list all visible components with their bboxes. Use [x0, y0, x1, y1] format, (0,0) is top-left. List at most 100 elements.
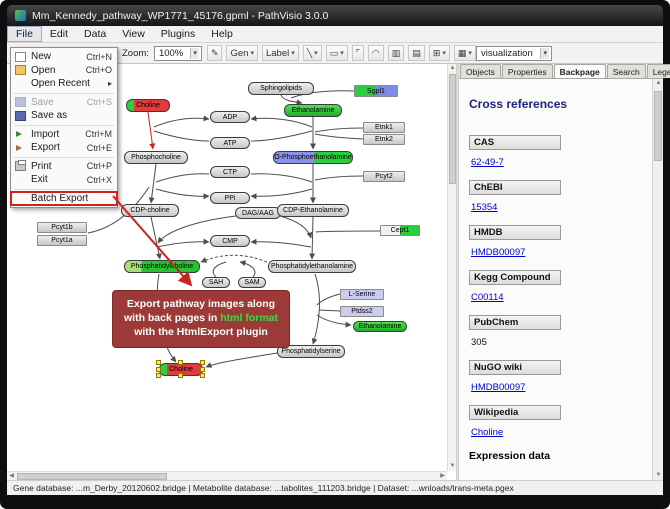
scroll-up-icon[interactable]: ▲ [449, 65, 456, 71]
menu-data[interactable]: Data [84, 28, 107, 40]
visualization-combobox[interactable]: visualization ▾ [476, 46, 552, 61]
pathway-node-l-serine[interactable]: L-Serine [340, 289, 384, 300]
xref-value-nugo-wiki[interactable]: HMDB00097 [471, 382, 526, 393]
toolbar-button-label: Label [265, 47, 290, 59]
pathway-node-sam[interactable]: SAM [238, 277, 266, 288]
menu-item-open-recent[interactable]: Open Recent▸ [11, 77, 117, 91]
menu-item-batch-export[interactable]: Batch Export [10, 190, 118, 206]
xref-value-chebi[interactable]: 15354 [471, 202, 498, 213]
gene-product-button[interactable]: Gen▾ [226, 45, 258, 61]
menu-item-save-as[interactable]: Save as [11, 109, 117, 123]
xref-value-hmdb[interactable]: HMDB00097 [471, 247, 526, 258]
pathway-node-dag-aag[interactable]: DAG/AAG [235, 207, 281, 219]
scrollbar-thumb[interactable] [654, 91, 662, 161]
tab-properties[interactable]: Properties [501, 64, 553, 78]
pathway-node-ethanolamine[interactable]: Ethanolamine [284, 104, 342, 117]
zoom-combobox[interactable]: 100% ▾ [153, 45, 202, 61]
selection-handle[interactable] [156, 366, 161, 372]
scroll-up-icon[interactable]: ▲ [655, 80, 662, 86]
align-vertical-button[interactable]: ▤ [408, 45, 425, 61]
pathway-node-choline[interactable]: Choline [126, 99, 170, 112]
pathway-node-sah[interactable]: SAH [202, 277, 230, 288]
line-tool-button[interactable]: ╲▾ [302, 45, 322, 61]
pathway-node-ethanolamine[interactable]: Ethanolamine [353, 321, 407, 332]
selection-handle[interactable] [156, 373, 161, 378]
pathway-node-ptdss2[interactable]: Ptdss2 [340, 306, 384, 317]
arc-tool-button[interactable]: ◠ [367, 45, 384, 61]
tab-search[interactable]: Search [606, 64, 646, 78]
pathway-node-pcyt1a[interactable]: Pcyt1a [37, 235, 87, 246]
tab-backpage[interactable]: Backpage [553, 64, 606, 78]
pathway-node-cmp[interactable]: CMP [210, 235, 250, 247]
tab-legend[interactable]: Legend [646, 64, 670, 78]
menu-edit[interactable]: Edit [49, 28, 69, 40]
visualization-label: visualization [481, 48, 533, 59]
pathway-node-atp[interactable]: ATP [210, 137, 250, 149]
pathway-edge [200, 254, 268, 263]
sidebar-scrollbar[interactable]: ▲ ▼ [652, 79, 663, 480]
selection-handle[interactable] [156, 360, 161, 365]
scroll-down-icon[interactable]: ▼ [449, 463, 456, 469]
align-horizontal-button[interactable]: ▥ [387, 45, 405, 61]
pathway-node-pcyt2[interactable]: Pcyt2 [363, 171, 405, 182]
canvas-vertical-scrollbar[interactable]: ▲ ▼ [447, 64, 456, 471]
align-button[interactable]: ⊞▾ [428, 45, 450, 61]
xref-value-cas[interactable]: 62-49-7 [471, 157, 504, 168]
label-tool-button[interactable]: Label▾ [261, 45, 299, 61]
pathway-node-sgpl1[interactable]: Sgpl1 [354, 85, 398, 97]
pathway-node-cept1[interactable]: Cept1 [380, 225, 420, 236]
selection-handle[interactable] [200, 373, 205, 378]
scroll-left-icon[interactable]: ◀ [9, 473, 14, 479]
pathway-node-phosphocholine[interactable]: Phosphocholine [124, 151, 188, 164]
pathway-node-ctp[interactable]: CTP [210, 166, 250, 178]
scroll-down-icon[interactable]: ▼ [655, 472, 662, 478]
edit-pencil-button[interactable]: ✎ [206, 45, 223, 61]
scroll-right-icon[interactable]: ▶ [440, 473, 445, 479]
canvas-sidebar-splitter[interactable] [456, 64, 459, 480]
xref-value-kegg-compound[interactable]: C00114 [471, 292, 504, 303]
pathway-node-etnk2[interactable]: Etnk2 [363, 134, 405, 145]
pathway-edge [314, 127, 364, 133]
canvas-horizontal-scrollbar[interactable]: ◀ ▶ [7, 471, 447, 480]
connector-tool-button[interactable]: ⌜ [351, 45, 364, 61]
pathway-node-cdp-choline[interactable]: CDP-choline [121, 204, 179, 217]
pathway-node-phosphatidylcholine[interactable]: Phosphatidylcholine [124, 260, 200, 273]
pathway-edge [250, 130, 313, 142]
selection-handle[interactable] [178, 373, 183, 378]
selection-handle[interactable] [200, 360, 205, 365]
new-document-icon [15, 51, 26, 62]
pathway-node-ppi[interactable]: PPi [210, 192, 250, 204]
scrollbar-thumb[interactable] [449, 74, 456, 184]
pathway-node-phosphatidylserine[interactable]: Phosphatidylserine [277, 345, 345, 358]
pathway-node-sphingolipids[interactable]: Sphingolipids [248, 82, 314, 95]
pathway-node-pcyt1b[interactable]: Pcyt1b [37, 222, 87, 233]
pathway-node-cdp-ethanolamine[interactable]: CDP-Ethanolamine [277, 204, 349, 217]
menu-view[interactable]: View [122, 28, 145, 40]
menu-item-shortcut: Ctrl+S [86, 97, 112, 108]
shape-tool-button[interactable]: ▭▾ [325, 45, 348, 61]
pathway-node-etnk1[interactable]: Etnk1 [363, 122, 405, 133]
pathway-node-phosphatidylethanolamine[interactable]: Phosphatidylethanolamine [268, 260, 356, 273]
selection-handle[interactable] [200, 366, 205, 372]
selection-handle[interactable] [178, 360, 183, 365]
distribute-button[interactable]: ▦▾ [453, 45, 476, 61]
menu-plugins[interactable]: Plugins [160, 28, 196, 40]
scrollbar-thumb[interactable] [17, 473, 167, 480]
xref-value-pubchem: 305 [471, 337, 487, 348]
tab-objects[interactable]: Objects [460, 64, 501, 78]
pathway-node-adp[interactable]: ADP [210, 111, 250, 123]
menu-help[interactable]: Help [211, 28, 233, 40]
xref-value-wikipedia[interactable]: Choline [471, 427, 504, 438]
pathway-node-o-phosphoethanolamine[interactable]: O-Phosphoethanolamine [273, 151, 353, 164]
menu-file[interactable]: File [7, 26, 42, 42]
